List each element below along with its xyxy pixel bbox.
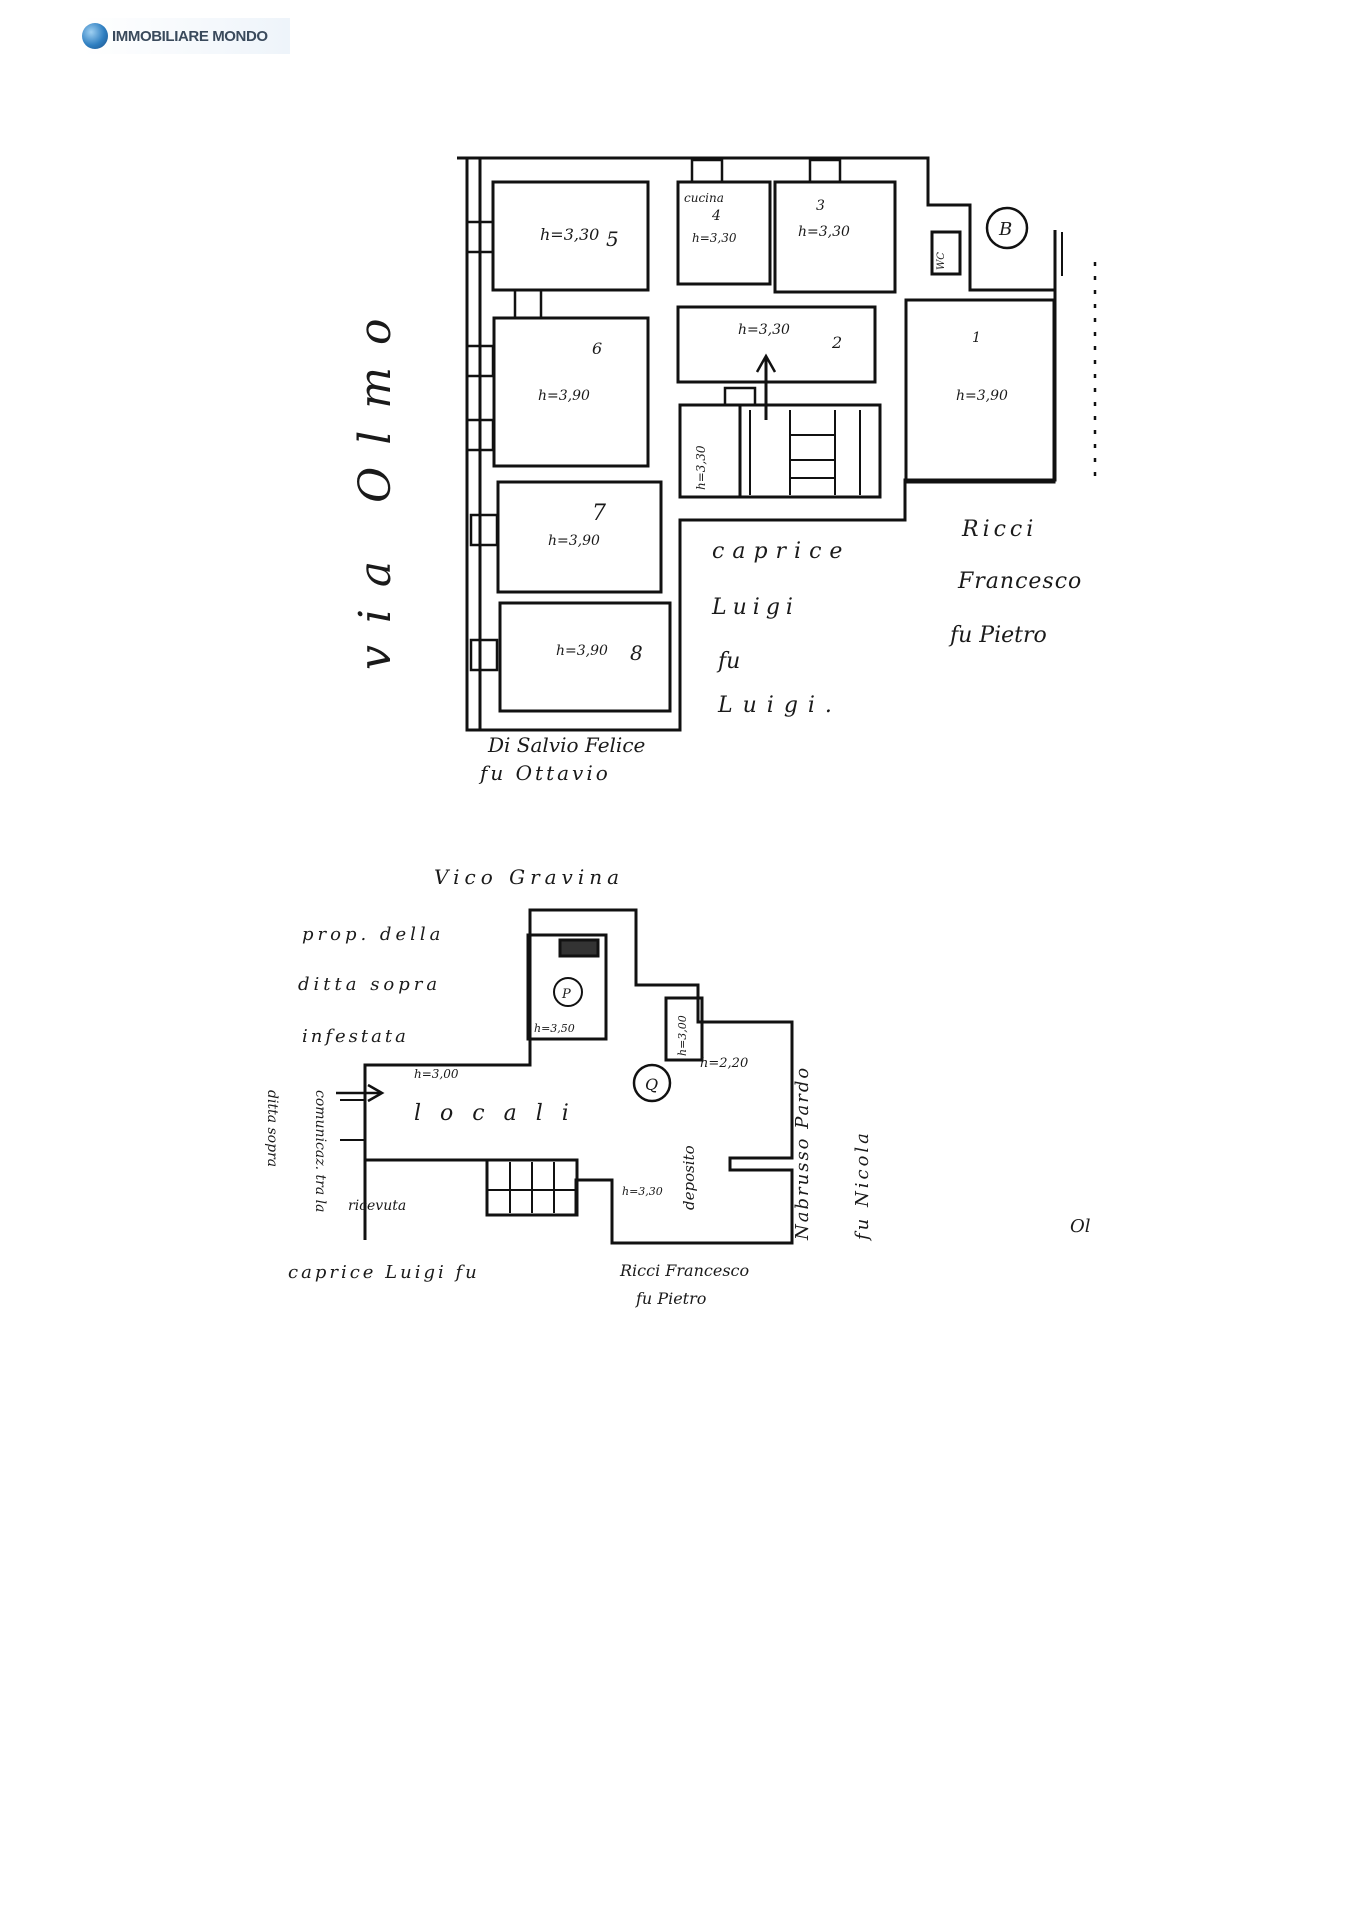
room-4-number: 4 (711, 208, 721, 224)
caprice-line-3: fu (716, 649, 740, 674)
small-room-label: h=3,00 (676, 1015, 689, 1056)
room-1 (904, 298, 1056, 484)
boundary-note-2: ricevuta (348, 1198, 406, 1214)
circle-b (985, 206, 1029, 250)
lower-outline (363, 908, 794, 1245)
nabrusso-sub: fu Nicola (852, 1130, 873, 1242)
di-salvio-line-1: Di Salvio Felice (487, 733, 645, 757)
ricci-line-1: Ricci (961, 517, 1037, 542)
rotated-left-text: ditta sopra (264, 1090, 280, 1167)
prop-line-3: infestata (302, 1026, 409, 1047)
street-via-olmo: via Olmo (350, 296, 401, 670)
room-1-number: 1 (972, 330, 981, 346)
circle-p (553, 977, 583, 1007)
globe-icon (82, 23, 108, 49)
room-5-number: 5 (606, 227, 619, 251)
room-4-title: cucina (684, 191, 724, 205)
stair-landing (678, 403, 742, 499)
prop-line-1: prop. della (302, 924, 444, 945)
circle-q (632, 1063, 672, 1103)
lower-ricci: Ricci Francesco (619, 1261, 749, 1280)
bagno-label: h=3,50 (534, 1022, 575, 1035)
caprice-line-1: caprice (712, 539, 850, 564)
prop-line-2: ditta sopra (298, 974, 441, 995)
vico-gravina: Vico Gravina (434, 865, 624, 889)
bagno-fixture (558, 938, 600, 958)
lower-left-height: h=3,30 (622, 1185, 663, 1198)
circle-b-label: B (998, 219, 1012, 240)
bagno (526, 933, 608, 1041)
room-8 (498, 601, 672, 713)
wc (930, 230, 962, 276)
nabrusso-label: Nabrusso Pardo (792, 1066, 813, 1241)
lower-ricci-sub: fu Pietro (635, 1289, 706, 1308)
boundary-note-1: comunicaz. tra la (312, 1090, 328, 1212)
room-5-label: h=3,30 (540, 225, 599, 244)
caprice-line-2: Luigi (711, 595, 799, 620)
brand-name: IMMOBILIARE MONDO (112, 27, 268, 45)
room-6-number: 6 (592, 339, 602, 358)
room-6-label: h=3,90 (538, 388, 590, 404)
right-height-label: h=2,20 (700, 1056, 748, 1071)
small-room (664, 996, 704, 1062)
room-1-label: h=3,90 (956, 388, 1008, 404)
lower-caprice: caprice Luigi fu (288, 1262, 480, 1283)
deposito-label: deposito (680, 1145, 698, 1210)
room-3-number: 3 (816, 198, 825, 214)
circle-q-label: Q (645, 1075, 658, 1094)
room-7-label: h=3,90 (548, 533, 600, 549)
room-8-label: h=3,90 (556, 643, 608, 659)
room-4-label: h=3,30 (692, 231, 737, 245)
ricci-line-3: fu Pietro (948, 623, 1047, 648)
edge-fragment: Ol (1070, 1216, 1091, 1237)
room-2 (676, 305, 877, 384)
room-7-number: 7 (592, 501, 606, 526)
caprice-line-4: Luigi. (717, 693, 842, 718)
stair-landing-label: h=3,30 (694, 445, 708, 490)
brand-logo: IMMOBILIARE MONDO (82, 18, 290, 54)
di-salvio-line-2: fu Ottavio (478, 761, 611, 785)
upper-outline (457, 156, 1057, 732)
room-2-number: 2 (831, 333, 842, 352)
wc-label: WC (936, 252, 947, 270)
locali-label: l o c a l i (414, 1101, 575, 1126)
room-3-label: h=3,30 (798, 224, 850, 240)
room-6 (492, 316, 650, 468)
ricci-line-2: Francesco (957, 569, 1082, 594)
room-4 (676, 180, 772, 286)
bagno-circle-label: P (561, 987, 571, 1002)
room-8-number: 8 (630, 641, 643, 665)
lower-stair (485, 1158, 579, 1217)
stairwell (738, 403, 882, 499)
locali-height: h=3,00 (414, 1067, 459, 1081)
room-2-label: h=3,30 (738, 322, 790, 338)
